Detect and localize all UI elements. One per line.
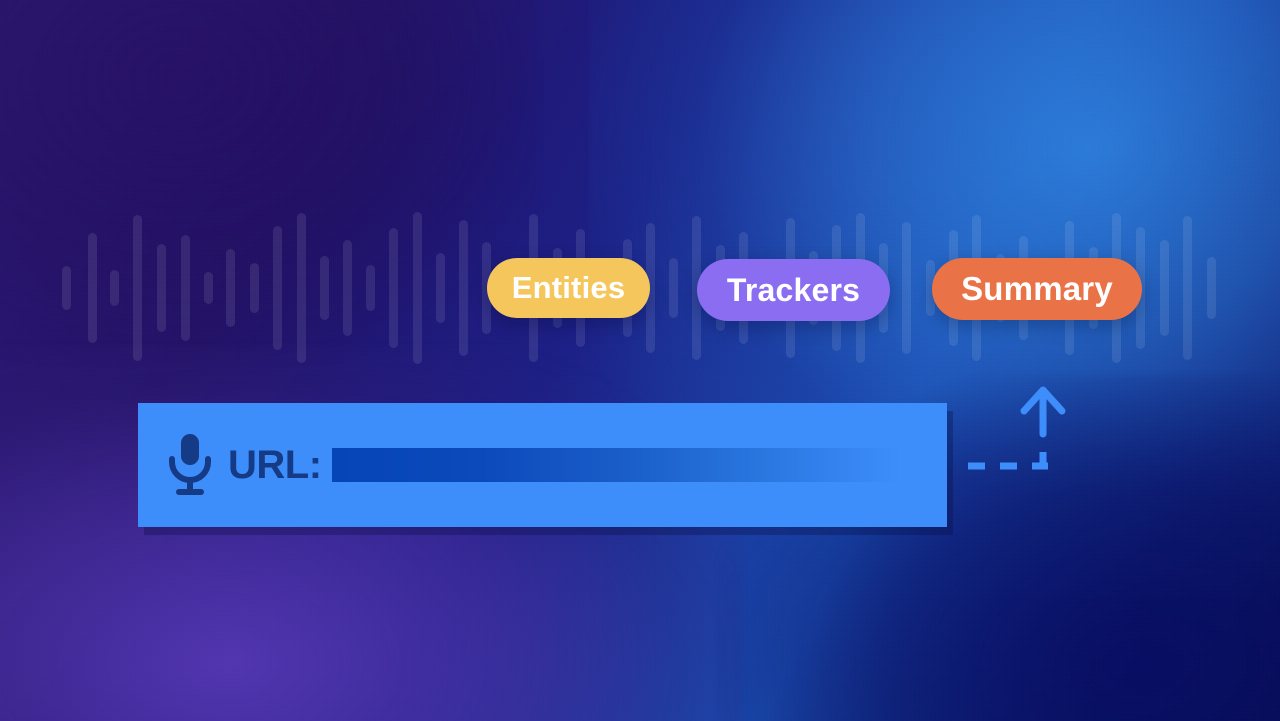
arrow-up-icon: [1020, 386, 1066, 415]
background-glow-top-left: [0, 0, 538, 361]
pill-label: Entities: [511, 270, 626, 305]
upload-arrow: [968, 386, 1066, 470]
pill-trackers[interactable]: Trackers: [697, 259, 890, 321]
microphone-icon: [169, 434, 211, 495]
url-label: URL:: [228, 443, 322, 487]
url-bar[interactable]: URL:: [138, 403, 947, 527]
pill-entities[interactable]: Entities: [487, 258, 650, 318]
pill-label: Trackers: [726, 271, 861, 308]
pill-summary[interactable]: Summary: [932, 258, 1142, 320]
url-input[interactable]: [332, 448, 900, 482]
pill-label: Summary: [961, 270, 1113, 307]
